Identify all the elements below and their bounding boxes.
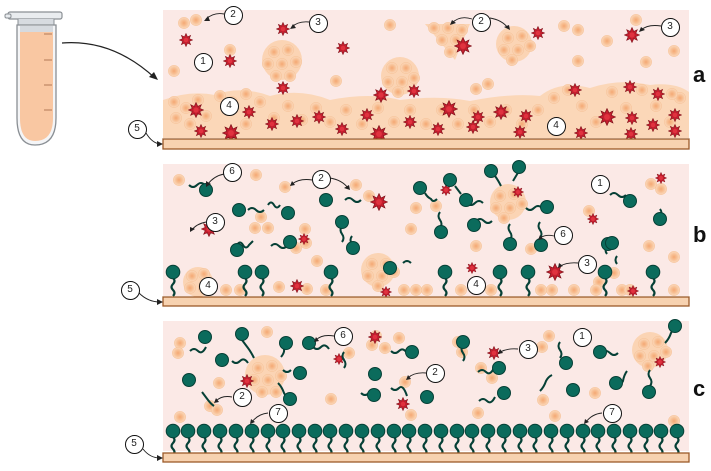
callout-b-3: 3	[205, 212, 225, 232]
callout-a-4: 4	[546, 116, 566, 136]
substrate	[162, 452, 690, 463]
callout-c-2: 2	[425, 363, 445, 383]
cell-aggregate	[361, 253, 400, 292]
polymer-brushes	[165, 160, 667, 298]
callout-a-3: 3	[660, 17, 680, 37]
floating-polymers	[182, 319, 682, 407]
callout-c-7: 7	[268, 403, 288, 423]
cell-aggregate	[496, 26, 536, 66]
callout-a-3: 3	[308, 13, 328, 33]
tube-icon	[4, 11, 158, 146]
panel-label-a: a	[693, 62, 706, 87]
callout-c-6: 6	[333, 326, 353, 346]
callout-b-1: 1	[590, 174, 610, 194]
panel-a-illustration	[145, 10, 690, 150]
callout-a-5: 5	[127, 119, 147, 139]
panel-a: a	[0, 0, 711, 160]
callout-c-1: 1	[572, 327, 592, 347]
callout-a-4: 4	[219, 96, 239, 116]
callout-a-2: 2	[471, 12, 491, 32]
cell-aggregate	[262, 40, 302, 82]
callout-b-4: 4	[466, 275, 486, 295]
callout-b-6: 6	[553, 225, 573, 245]
callout-c-2: 2	[232, 387, 252, 407]
substrate	[162, 296, 690, 307]
callout-b-5: 5	[120, 280, 140, 300]
panel-label-c: c	[693, 376, 706, 401]
callout-c-7: 7	[602, 403, 622, 423]
blood-sample-tube	[0, 0, 160, 160]
cell-aggregate	[245, 355, 287, 398]
callout-a-2: 2	[223, 5, 243, 25]
cell-aggregate	[381, 57, 420, 98]
callout-b-6: 6	[222, 162, 242, 182]
panel-label-b: b	[693, 222, 707, 247]
callout-c-5: 5	[124, 434, 144, 454]
callout-b-2: 2	[311, 169, 331, 189]
callout-a-1: 1	[193, 52, 213, 72]
callout-b-3: 3	[577, 254, 597, 274]
callout-b-4: 4	[198, 276, 218, 296]
callout-c-3: 3	[518, 339, 538, 359]
